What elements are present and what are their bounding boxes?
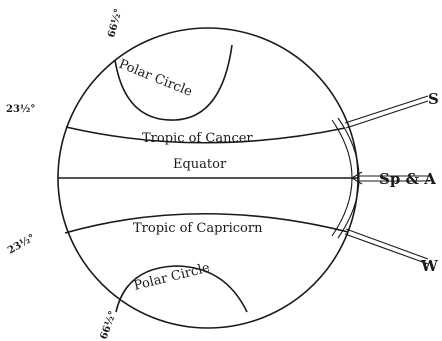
label-equator: Equator (173, 157, 227, 172)
label-polar-circle-north: Polar Circle (117, 57, 195, 100)
label-ray-w: W (420, 257, 439, 275)
label-angle-lower-left: 23½° (6, 232, 37, 256)
label-angle-upper-left: 23½° (6, 104, 35, 115)
label-tropic-of-cancer: Tropic of Cancer (142, 131, 253, 146)
label-ray-sp-a: Sp & A (379, 170, 436, 188)
ray-s-line-b (346, 101, 428, 128)
ray-w-line-b (345, 234, 428, 264)
ray-s-line-a (345, 96, 428, 123)
ray-w-line-a (346, 229, 428, 259)
label-tropic-of-capricorn: Tropic of Capricorn (133, 221, 263, 236)
label-angle-top: 66½° (106, 8, 124, 39)
label-ray-s: S (428, 90, 439, 108)
label-angle-bottom: 66½° (98, 310, 118, 341)
